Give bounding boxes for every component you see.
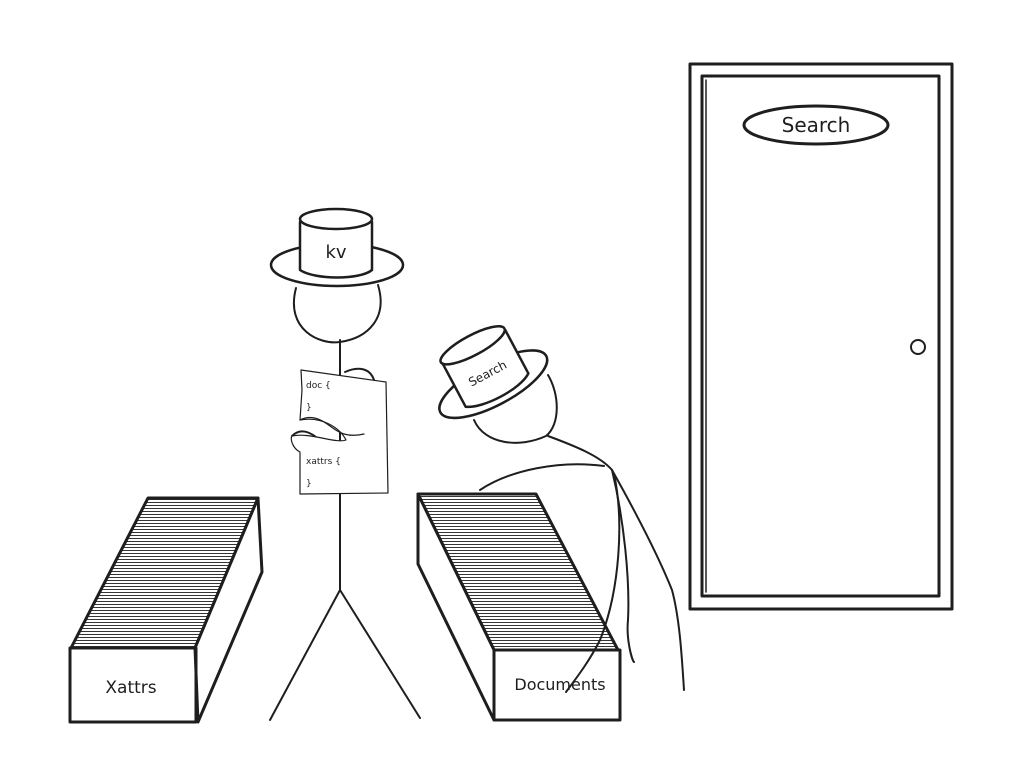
door-sign-label: Search (782, 113, 851, 137)
search-stick-figure: Search (438, 325, 685, 693)
search-hat: Search (438, 325, 549, 420)
xattrs-box-label: Xattrs (105, 678, 156, 698)
documents-box: Documents (416, 492, 622, 722)
paper-doc-close: } (306, 403, 312, 413)
documents-box-label: Documents (514, 675, 605, 694)
paper-xattrs-close: } (306, 479, 312, 489)
kv-stick-figure: kv doc { } xattrs { } (269, 207, 421, 721)
kv-hat-label: kv (325, 242, 346, 263)
torn-paper: doc { } xattrs { } (290, 369, 389, 495)
search-door: Search (688, 62, 954, 611)
door-sign: Search (742, 104, 890, 146)
kv-hat: kv (269, 207, 405, 288)
paper-xattrs-label: xattrs { (306, 457, 341, 467)
door-knob-icon (910, 339, 926, 355)
paper-doc-label: doc { (306, 381, 331, 391)
xattrs-box: Xattrs (68, 496, 264, 724)
